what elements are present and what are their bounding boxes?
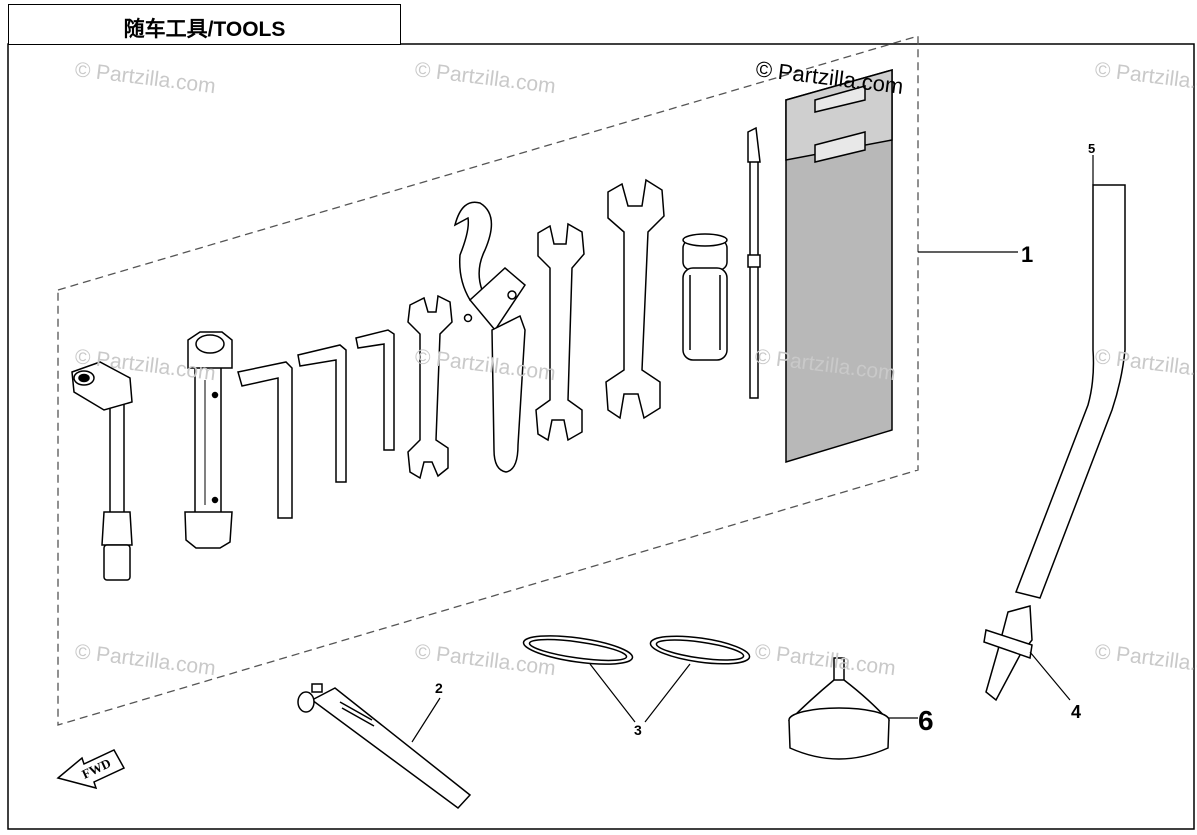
callout-4: 4	[1071, 702, 1081, 722]
callout-3: 3	[634, 722, 642, 738]
adjustable-hook-wrench	[453, 201, 526, 473]
screwdriver-handle	[682, 233, 728, 361]
hex-key-medium	[297, 344, 347, 483]
tool-pouch	[785, 69, 893, 464]
pipe-handle	[983, 184, 1126, 702]
callout-2: 2	[435, 680, 443, 696]
forward-direction-arrow	[56, 749, 126, 790]
callout-6: 6	[918, 705, 934, 736]
callout-leaders	[411, 155, 1094, 743]
open-end-spanner-large	[605, 178, 665, 420]
page-title: 随车工具/TOOLS	[123, 18, 286, 41]
open-end-spanner-medium	[535, 222, 585, 442]
o-rings	[522, 635, 751, 665]
tube-box-spanner	[184, 331, 233, 549]
hex-key-large	[237, 361, 293, 519]
callout-1: 1	[1021, 242, 1033, 267]
funnel	[788, 657, 890, 760]
page-frame	[7, 43, 1195, 830]
hex-key-small	[355, 329, 395, 451]
screwdriver-shaft	[747, 126, 761, 399]
tire-pressure-gauge	[297, 683, 472, 810]
callout-5: 5	[1088, 141, 1095, 156]
toolkit-panel-outline	[57, 35, 919, 726]
title-box: 随车工具/TOOLS	[8, 4, 401, 45]
l-socket-wrench	[71, 361, 133, 581]
open-end-spanner-small	[407, 294, 453, 480]
